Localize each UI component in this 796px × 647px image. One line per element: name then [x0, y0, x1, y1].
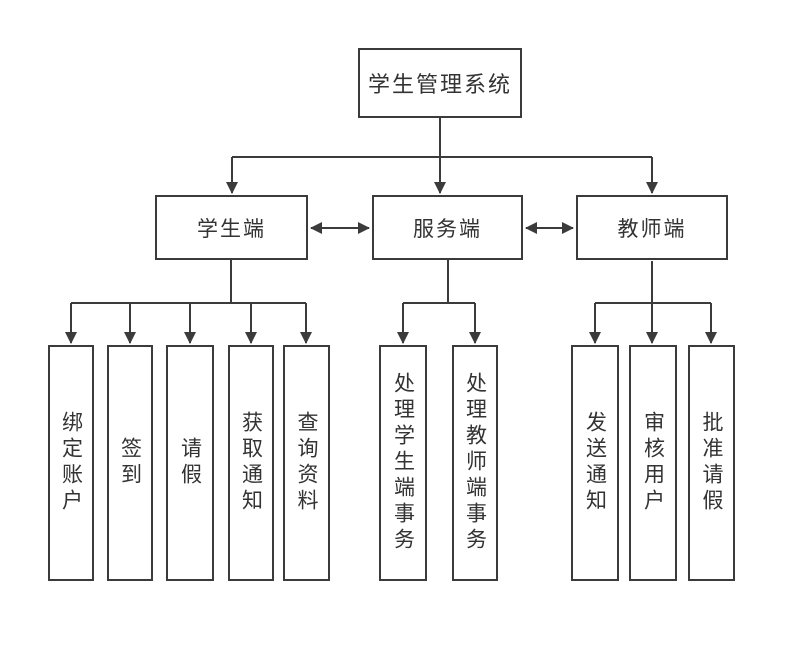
node-handle-teacher-affairs-label: 处理教师端事务	[463, 372, 487, 554]
node-request-leave-label: 请假	[178, 437, 202, 489]
node-sign-in-label: 签到	[118, 437, 142, 489]
node-get-notifications: 获取通知	[228, 345, 274, 581]
node-handle-student-affairs-label: 处理学生端事务	[391, 372, 415, 554]
connector-root-trunk	[232, 118, 652, 158]
node-bind-account: 绑定账户	[48, 345, 94, 581]
node-review-users: 审核用户	[629, 345, 677, 581]
node-query-data: 查询资料	[283, 345, 330, 581]
node-query-data-label: 查询资料	[295, 411, 318, 515]
connector-server-trunk	[403, 260, 475, 304]
connector-student-trunk	[71, 260, 306, 304]
node-handle-student-affairs: 处理学生端事务	[379, 345, 427, 581]
node-get-notifications-label: 获取通知	[239, 411, 263, 515]
node-review-users-label: 审核用户	[641, 411, 665, 515]
node-request-leave: 请假	[166, 345, 214, 581]
node-student-client: 学生端	[155, 195, 308, 260]
node-handle-teacher-affairs: 处理教师端事务	[452, 345, 498, 581]
connector-teacher-trunk	[595, 261, 711, 304]
node-approve-leave: 批准请假	[688, 345, 735, 581]
node-root-system: 学生管理系统	[358, 48, 522, 118]
node-server: 服务端	[372, 195, 523, 260]
node-bind-account-label: 绑定账户	[59, 411, 83, 515]
node-send-notifications-label: 发送通知	[583, 411, 607, 515]
node-send-notifications: 发送通知	[571, 345, 619, 581]
node-sign-in: 签到	[107, 345, 153, 581]
node-teacher-client: 教师端	[576, 195, 728, 260]
node-approve-leave-label: 批准请假	[700, 411, 723, 515]
